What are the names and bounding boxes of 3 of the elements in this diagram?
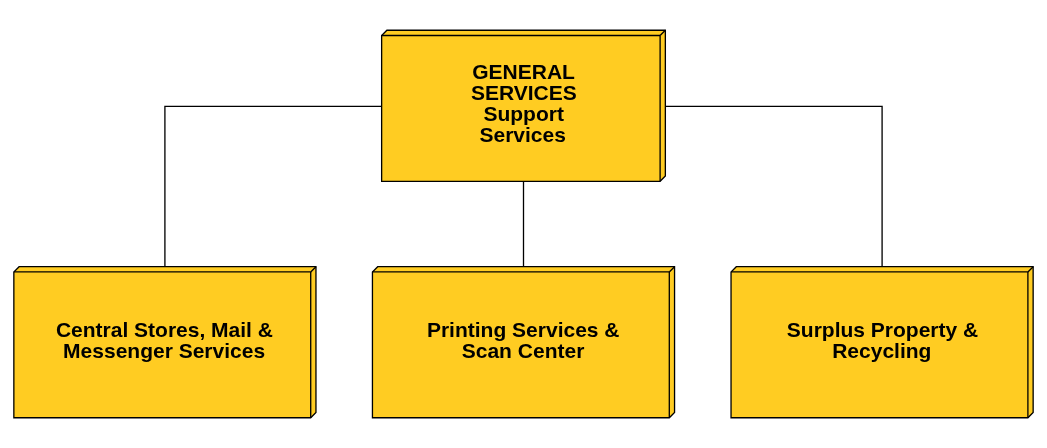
connector (164, 105, 382, 267)
connector (522, 181, 525, 268)
connector (665, 105, 883, 267)
